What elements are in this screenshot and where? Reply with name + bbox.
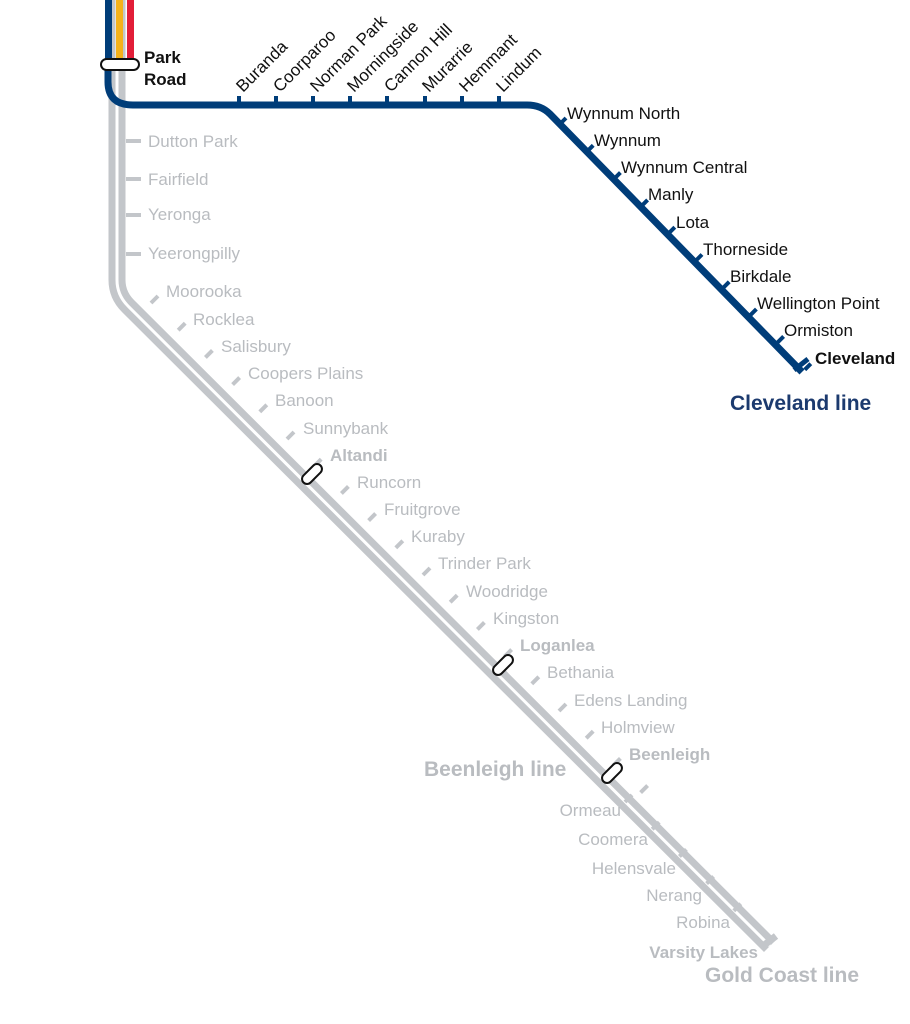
station-sunnybank[interactable]: Sunnybank [303, 419, 389, 438]
station-tick-8 [776, 334, 786, 344]
beenleigh-interchange-marker[interactable] [600, 761, 624, 785]
station-rocklea[interactable]: Rocklea [193, 310, 255, 329]
station-ormiston[interactable]: Ormiston [784, 321, 853, 340]
station-tick-d-1 [176, 321, 187, 332]
station-ormeau[interactable]: Ormeau [560, 801, 621, 820]
station-tick-d-3 [231, 376, 242, 387]
beenleigh-ticks [126, 139, 743, 913]
park-road-label-line2[interactable]: Road [144, 70, 187, 89]
cleveland-terminus-cap [792, 357, 810, 372]
station-tick-gc-3 [705, 875, 716, 886]
station-woodridge[interactable]: Woodridge [466, 582, 548, 601]
station-nerang[interactable]: Nerang [646, 886, 702, 905]
station-birkdale[interactable]: Birkdale [730, 267, 791, 286]
station-holmview[interactable]: Holmview [601, 718, 675, 737]
station-tick-0 [558, 116, 568, 126]
beenleigh-track-inner [115, 0, 772, 948]
station-fruitgrove[interactable]: Fruitgrove [384, 500, 461, 519]
station-tick-1 [585, 143, 595, 153]
station-tick-2 [612, 171, 622, 181]
station-wynnum[interactable]: Wynnum [594, 131, 661, 150]
station-tick-d-12 [475, 620, 486, 631]
station-helensvale[interactable]: Helensvale [592, 859, 676, 878]
station-manly[interactable]: Manly [648, 185, 694, 204]
station-tick-d-5 [285, 430, 296, 441]
station-tick-d-14 [530, 675, 541, 686]
cleveland-diagonal-ticks [558, 116, 813, 372]
station-tick-4 [667, 225, 677, 235]
station-loganlea[interactable]: Loganlea [520, 636, 595, 655]
cleveland-horizontal-ticks [237, 96, 501, 105]
park-road-interchange-marker[interactable] [100, 58, 140, 71]
gold-coast-line-title: Gold Coast line [705, 964, 859, 987]
city-trunk-lines [105, 0, 134, 64]
station-wynnum-central[interactable]: Wynnum Central [621, 158, 747, 177]
station-bethania[interactable]: Bethania [547, 663, 615, 682]
station-fairfield[interactable]: Fairfield [148, 170, 208, 189]
trunk-yellow-line [116, 0, 123, 64]
station-edens-landing[interactable]: Edens Landing [574, 691, 687, 710]
station-tick-7 [748, 307, 758, 317]
varsity-lakes-terminus-cap [760, 933, 779, 949]
station-runcorn[interactable]: Runcorn [357, 473, 421, 492]
station-varsity-lakes[interactable]: Varsity Lakes [649, 943, 758, 962]
station-tick-d-0 [149, 294, 160, 305]
station-tick-d-10 [421, 566, 432, 577]
station-altandi[interactable]: Altandi [330, 446, 388, 465]
station-coomera[interactable]: Coomera [578, 830, 648, 849]
station-tick-5 [694, 253, 704, 262]
station-tick-d-7 [339, 484, 350, 495]
station-cleveland[interactable]: Cleveland [815, 349, 895, 368]
altandi-interchange-marker[interactable] [300, 462, 324, 486]
station-tick-gc-0 [623, 793, 634, 804]
station-salisbury[interactable]: Salisbury [221, 337, 291, 356]
station-beenleigh[interactable]: Beenleigh [629, 745, 710, 764]
station-moorooka[interactable]: Moorooka [166, 282, 242, 301]
station-tick-d-18 [639, 784, 650, 795]
station-kuraby[interactable]: Kuraby [411, 527, 465, 546]
beenleigh-line-title: Beenleigh line [424, 758, 566, 781]
station-yeronga[interactable]: Yeronga [148, 205, 211, 224]
station-trinder-park[interactable]: Trinder Park [438, 554, 531, 573]
station-tick-6 [721, 280, 731, 290]
station-tick-gc-1 [650, 820, 661, 831]
station-yeerongpilly[interactable]: Yeerongpilly [148, 244, 240, 263]
trunk-red-line [127, 0, 134, 64]
station-wynnum-north[interactable]: Wynnum North [567, 104, 680, 123]
park-road-label-line1[interactable]: Park [144, 48, 181, 67]
station-tick-d-9 [394, 539, 405, 550]
station-banoon[interactable]: Banoon [275, 391, 334, 410]
station-coopers-plains[interactable]: Coopers Plains [248, 364, 363, 383]
station-tick-d-2 [203, 348, 214, 359]
station-wellington-point[interactable]: Wellington Point [757, 294, 880, 313]
station-tick-3 [640, 198, 650, 208]
station-tick-d-8 [367, 512, 378, 523]
station-tick-d-15 [557, 702, 568, 713]
station-tick-d-11 [448, 593, 459, 604]
station-tick-d-4 [258, 403, 269, 414]
station-tick-gc-2 [677, 847, 688, 858]
cleveland-line-title: Cleveland line [730, 392, 871, 415]
station-dutton-park[interactable]: Dutton Park [148, 132, 238, 151]
loganlea-interchange-marker[interactable] [491, 653, 515, 677]
trunk-blue-line [105, 0, 112, 64]
station-robina[interactable]: Robina [676, 913, 730, 932]
station-tick-d-16 [584, 729, 595, 740]
station-lota[interactable]: Lota [676, 213, 710, 232]
station-tick-gc-4 [732, 902, 743, 913]
station-thorneside[interactable]: Thorneside [703, 240, 788, 259]
station-tick-9 [803, 362, 813, 372]
beenleigh-gold-coast-track [108, 0, 777, 953]
cleveland-track [104, 64, 805, 375]
station-kingston[interactable]: Kingston [493, 609, 559, 628]
